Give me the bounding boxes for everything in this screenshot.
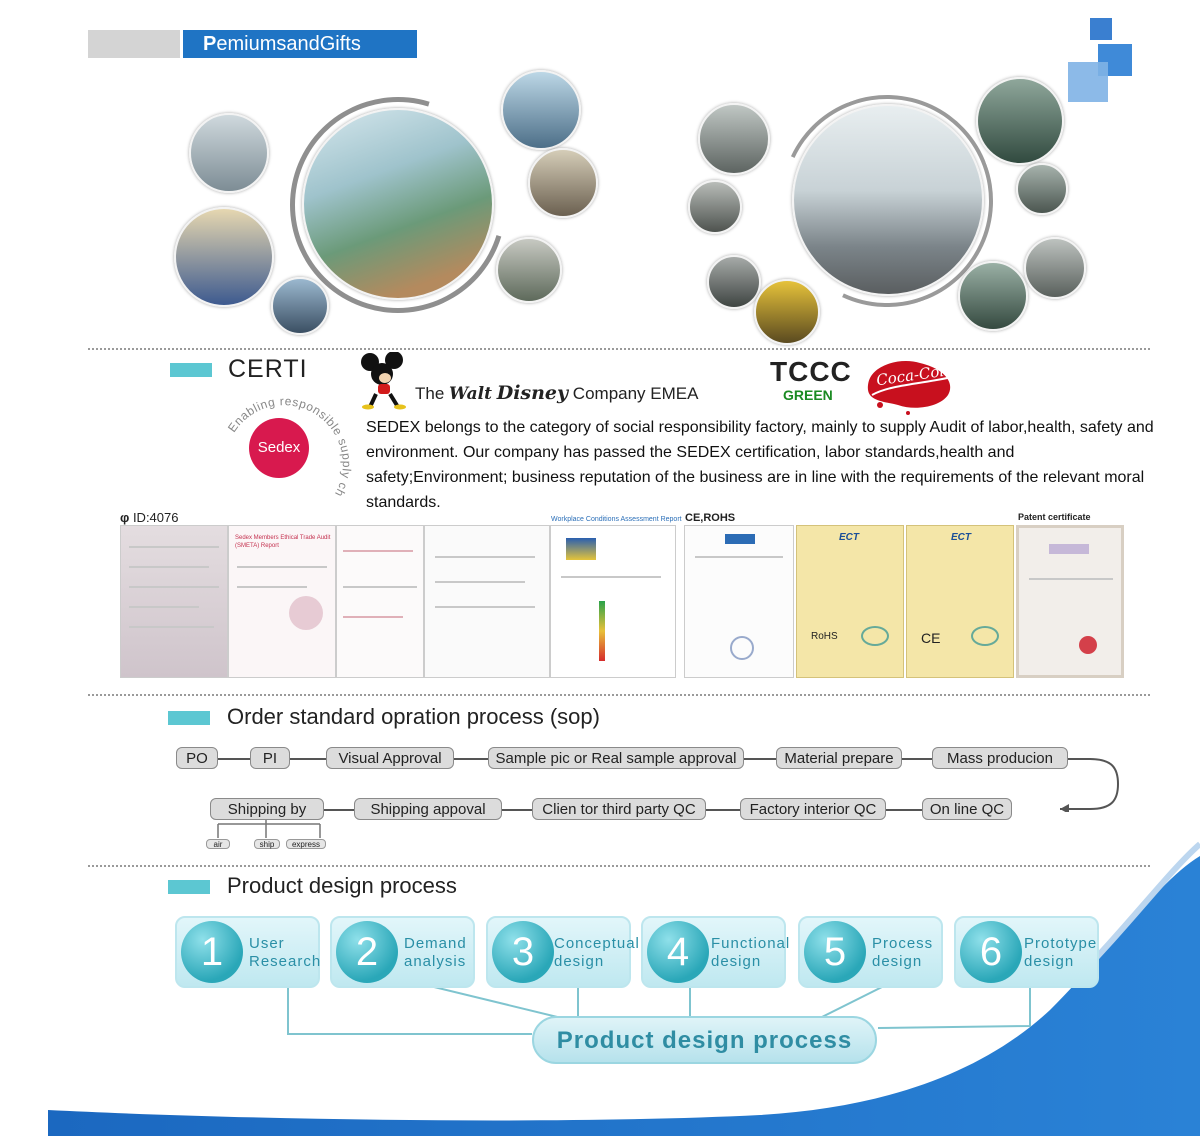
step-number: 2 (336, 921, 398, 983)
sedex-report-title: Sedex Members Ethical Trade Audit (SMETA… (235, 535, 331, 549)
section-divider (88, 694, 1150, 696)
header-title-initial: P (203, 33, 217, 55)
factory-photo (271, 277, 329, 335)
factory-photo (958, 261, 1028, 331)
sop-step-mass-production: Mass producion (932, 747, 1068, 769)
cert-id-label: φ ID:4076 (120, 510, 178, 525)
sop-step-shipping-approval: Shipping appoval (354, 798, 502, 820)
sedex-description: SEDEX belongs to the category of social … (366, 419, 1154, 511)
sop-step-po: PO (176, 747, 218, 769)
tccc-logo-text: TCCC (770, 356, 852, 387)
disney-the: The (415, 384, 445, 403)
decor-square-1 (1090, 18, 1112, 40)
section-marker (168, 880, 210, 894)
certificate-document (120, 525, 228, 678)
step-number: 1 (181, 921, 243, 983)
factory-photo (1016, 163, 1068, 215)
disney-suffix: Company EMEA (572, 384, 699, 403)
certificate-document: ECT RoHS (796, 525, 904, 678)
step-number: 4 (647, 921, 709, 983)
factory-photo (976, 77, 1064, 165)
step-number: 6 (960, 921, 1022, 983)
sop-heading: Order standard opration process (sop) (227, 704, 600, 729)
sop-step-factory-qc: Factory interior QC (740, 798, 886, 820)
header-title-bar: PemiumsandGifts (183, 30, 417, 58)
factory-photo (1024, 237, 1086, 299)
sop-step-online-qc: On line QC (922, 798, 1012, 820)
certificate-document (424, 525, 550, 678)
ect-logo: ECT (951, 532, 971, 543)
factory-photo (496, 237, 562, 303)
factory-photo (754, 279, 820, 345)
sop-step-client-qc: Clien tor third party QC (532, 798, 706, 820)
sedex-logo: Sedex (249, 418, 309, 478)
section-divider (88, 348, 1150, 350)
cert-id-text: ID:4076 (132, 510, 179, 525)
sop-step-sample-approval: Sample pic or Real sample approval (488, 747, 744, 769)
factory-photo (174, 207, 274, 307)
certificate-document (550, 525, 676, 678)
decor-square-3 (1068, 62, 1108, 102)
shipping-branches (217, 820, 321, 838)
ce-mark: CE (921, 630, 941, 646)
step-number: 5 (804, 921, 866, 983)
disney-walt: Walt (449, 384, 492, 404)
sop-step-pi: PI (250, 747, 290, 769)
factory-photo-main (792, 104, 984, 296)
shipping-mode-air: air (206, 839, 230, 849)
disney-company-logo: The Walt Disney Company EMEA (415, 382, 698, 404)
sop-step-material-prepare: Material prepare (776, 747, 902, 769)
sop-step-visual-approval: Visual Approval (326, 747, 454, 769)
header-title-text: emiumsandGifts (216, 33, 361, 55)
ect-logo: ECT (839, 532, 859, 543)
ce-rohs-label: CE,ROHS (685, 512, 736, 524)
sop-return-arrow (1060, 758, 1120, 812)
tccc-green-text: GREEN (783, 387, 833, 403)
certificate-document: Sedex Members Ethical Trade Audit (SMETA… (228, 525, 336, 678)
factory-photo (688, 180, 742, 234)
factory-photo (501, 70, 581, 150)
certificate-document: ECT CE (906, 525, 1014, 678)
section-marker (170, 363, 212, 377)
design-heading: Product design process (227, 873, 457, 898)
certi-heading: CERTI (228, 355, 308, 383)
factory-photo-main (302, 108, 494, 300)
phi-icon: φ (120, 510, 130, 525)
patent-label: Patent certificate (1018, 512, 1091, 522)
header-gray-tab (88, 30, 180, 58)
shipping-mode-express: express (286, 839, 326, 849)
factory-photo (698, 103, 770, 175)
factory-photo (707, 255, 761, 309)
section-marker (168, 711, 210, 725)
rohs-mark: RoHS (811, 631, 838, 642)
sop-step-shipping-by: Shipping by (210, 798, 324, 820)
factory-photo (189, 113, 269, 193)
disney-name: Disney (496, 382, 569, 404)
factory-photo (528, 148, 598, 218)
certificate-document (336, 525, 424, 678)
wca-report-title: Workplace Conditions Assessment Report (551, 516, 682, 523)
section-divider (88, 865, 1150, 867)
certificate-document (684, 525, 794, 678)
step-number: 3 (492, 921, 554, 983)
shipping-mode-ship: ship (254, 839, 280, 849)
certificate-document (1016, 525, 1124, 678)
product-design-process-pill: Product design process (532, 1016, 877, 1064)
